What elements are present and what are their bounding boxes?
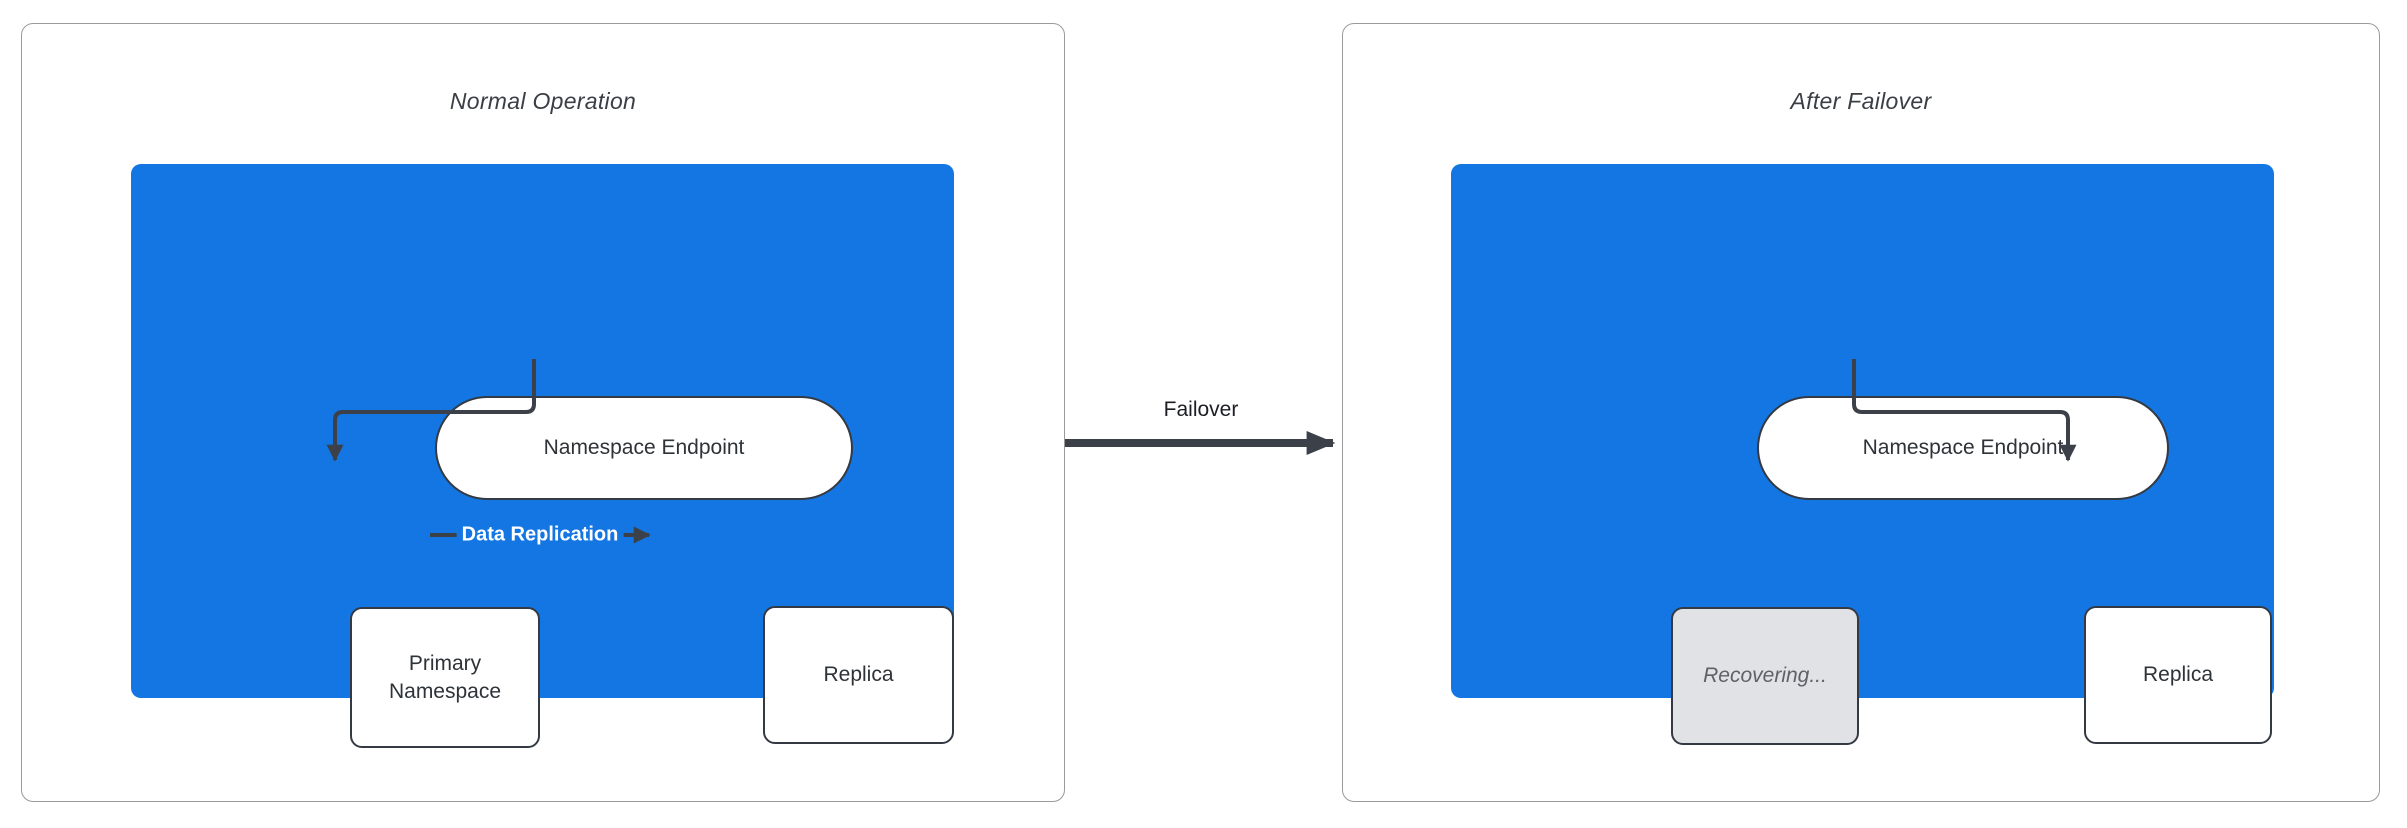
panel-title-after-failover: After Failover <box>1790 88 1932 114</box>
node-replica: Replica <box>2084 606 2272 744</box>
panel-after-failover: After Failover Namespace Endpoint Recove… <box>1342 23 2380 802</box>
node-namespace-endpoint: Namespace Endpoint <box>1757 396 2169 500</box>
panel-normal-operation: Normal Operation Namespace Endpoint Prim… <box>21 23 1065 802</box>
node-namespace-endpoint: Namespace Endpoint <box>435 396 853 500</box>
cluster-after-failover: Namespace Endpoint Recovering... Replica <box>1451 164 2274 745</box>
panel-title-normal-operation: Normal Operation <box>449 88 637 114</box>
node-replica: Replica <box>763 606 954 744</box>
node-recovering: Recovering... <box>1671 607 1859 745</box>
failover-label: Failover <box>1163 398 1239 421</box>
node-primary-namespace: Primary Namespace <box>350 607 540 748</box>
cluster-normal-operation: Namespace Endpoint Primary Namespace Rep… <box>131 164 954 748</box>
edge-label-data-replication: Data Replication <box>456 521 624 549</box>
